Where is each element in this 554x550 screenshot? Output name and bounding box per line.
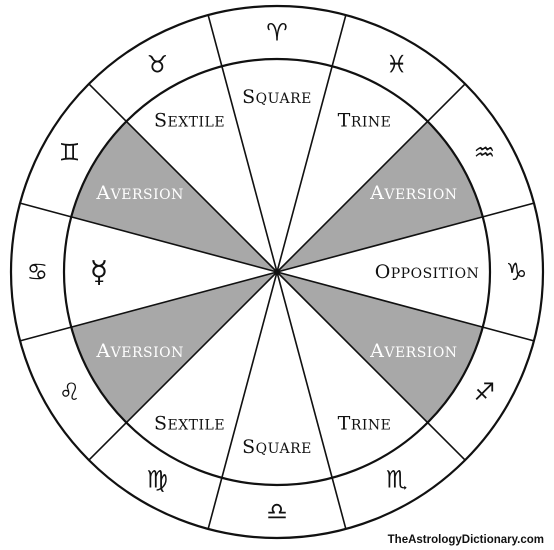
sign-divider xyxy=(19,202,72,218)
aspect-label-sextile: SEXTILE xyxy=(154,109,225,131)
virgo-icon: ♍ xyxy=(146,465,168,493)
house-spoke xyxy=(221,66,278,273)
house-spoke xyxy=(276,271,429,424)
capricorn-icon: ♑ xyxy=(506,258,528,286)
sign-divider xyxy=(207,477,223,530)
sign-divider xyxy=(207,14,223,67)
house-spoke xyxy=(276,271,483,328)
libra-icon: ♎ xyxy=(266,498,288,526)
aspect-label-opposition: OPPOSITION xyxy=(375,261,480,283)
house-spoke xyxy=(125,120,278,273)
house-spoke xyxy=(125,271,278,424)
house-spoke xyxy=(276,120,429,273)
sagittarius-icon: ♐ xyxy=(474,378,496,406)
mercury-icon: ☿ xyxy=(90,255,108,290)
sign-divider xyxy=(331,14,347,67)
aversion-wedge xyxy=(71,272,277,423)
house-spoke xyxy=(71,271,278,328)
aspect-label-aversion: AVERSION xyxy=(95,182,183,204)
taurus-icon: ♉ xyxy=(146,51,168,79)
aspect-label-aversion: AVERSION xyxy=(369,340,457,362)
sign-divider xyxy=(427,83,466,122)
sign-divider xyxy=(88,83,127,122)
sign-divider xyxy=(482,202,535,218)
gemini-icon: ♊ xyxy=(59,138,81,166)
aversion-wedge xyxy=(277,272,483,423)
sign-divider xyxy=(482,326,535,342)
sign-divider xyxy=(88,422,127,461)
aries-icon: ♈ xyxy=(266,19,288,47)
aquarius-icon: ♒ xyxy=(474,138,496,166)
aspect-label-trine: TRINE xyxy=(338,413,392,435)
pisces-icon: ♓ xyxy=(386,51,408,79)
aspect-label-aversion: AVERSION xyxy=(95,340,183,362)
house-spoke xyxy=(276,216,483,273)
aspect-label-trine: TRINE xyxy=(338,109,392,131)
leo-icon: ♌ xyxy=(59,378,81,406)
aversion-wedge xyxy=(277,121,483,272)
house-spoke xyxy=(276,66,333,273)
sign-divider xyxy=(427,422,466,461)
sign-divider xyxy=(19,326,72,342)
aspect-label-aversion: AVERSION xyxy=(369,182,457,204)
site-watermark: TheAstrologyDictionary.com xyxy=(387,534,544,546)
outer-ring xyxy=(9,4,545,540)
aspect-label-sextile: SEXTILE xyxy=(154,413,225,435)
aversion-wedge xyxy=(71,121,277,272)
inner-ring xyxy=(62,57,492,487)
house-spoke xyxy=(221,271,278,478)
cancer-icon: ♋ xyxy=(27,258,49,286)
aspect-label-square: SQUARE xyxy=(242,436,312,458)
house-spoke xyxy=(71,216,278,273)
aspect-label-square: SQUARE xyxy=(242,86,312,108)
sign-divider xyxy=(331,477,347,530)
house-spoke xyxy=(276,271,333,478)
scorpio-icon: ♏ xyxy=(386,465,408,493)
